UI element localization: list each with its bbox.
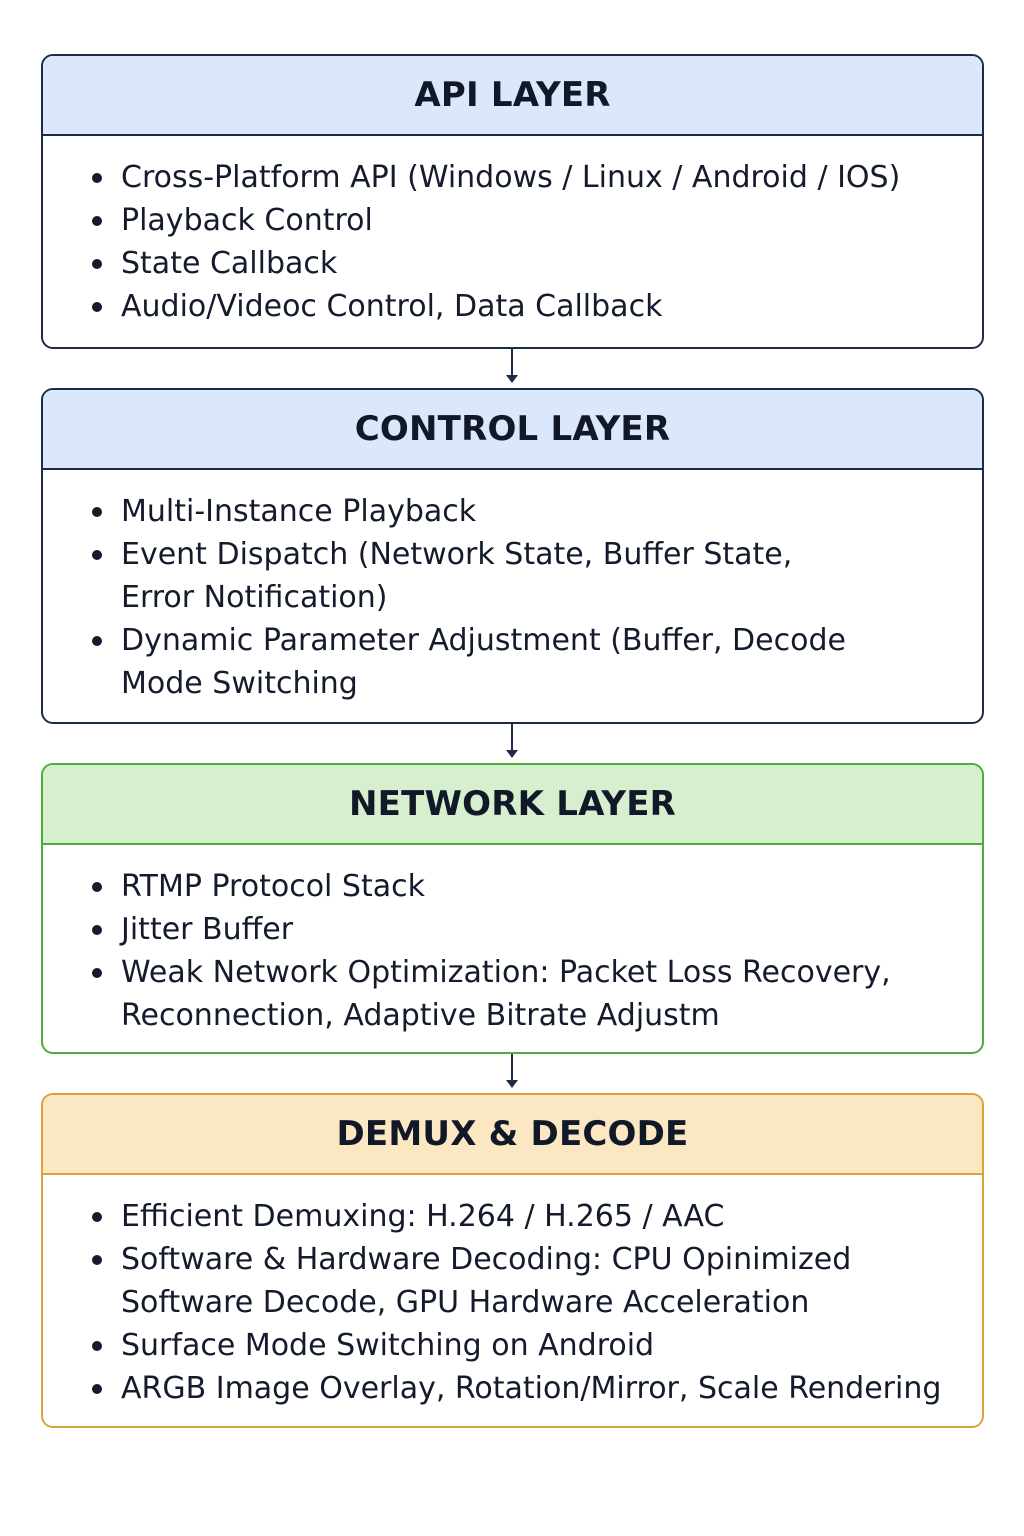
bullet-icon [92,550,102,560]
item-text: ARGB Image Overlay, Rotation/Mirror, Sca… [121,1371,942,1406]
flow-arrow-network-to-decode [503,1054,521,1093]
item-text: Cross-Platform API (Windows / Linux / An… [121,160,901,195]
flow-arrow-api-to-control [503,349,521,388]
item-text: Weak Network Optimization: Packet Loss R… [121,955,891,990]
control-layer-title: CONTROL LAYER [43,390,982,470]
bullet-icon [92,259,102,269]
arrow-down-icon [506,1054,518,1088]
list-item: RTMP Protocol Stack [89,865,942,908]
demux-decode-layer-body: Efficient Demuxing: H.264 / H.265 / AAC … [43,1175,982,1410]
flow-arrow-control-to-network [503,724,521,763]
list-item: State Callback [89,242,942,285]
list-item: Weak Network Optimization: Packet Loss R… [89,951,942,1037]
list-item: Efficient Demuxing: H.264 / H.265 / AAC [89,1195,942,1238]
list-item: Surface Mode Switching on Android [89,1324,942,1367]
network-layer-list: RTMP Protocol Stack Jitter Buffer Weak N… [89,865,942,1037]
item-text: Dynamic Parameter Adjustment (Buffer, De… [121,623,846,658]
item-text: Jitter Buffer [121,912,294,947]
control-layer-box: CONTROL LAYER Multi-Instance Playback Ev… [41,388,984,724]
list-item: Event Dispatch (Network State, Buffer St… [89,533,942,619]
list-item: Jitter Buffer [89,908,942,951]
item-text-continued: Error Notification) [121,580,388,615]
bullet-icon [92,925,102,935]
item-text: RTMP Protocol Stack [121,869,425,904]
api-layer-body: Cross-Platform API (Windows / Linux / An… [43,136,982,328]
network-layer-box: NETWORK LAYER RTMP Protocol Stack Jitter… [41,763,984,1054]
bullet-icon [92,968,102,978]
api-layer-list: Cross-Platform API (Windows / Linux / An… [89,156,942,328]
item-text: Multi-Instance Playback [121,494,477,529]
list-item: Multi-Instance Playback [89,490,942,533]
item-text: Software & Hardware Decoding: CPU Opinim… [121,1242,852,1277]
list-item: Software & Hardware Decoding: CPU Opinim… [89,1238,942,1324]
item-text: Surface Mode Switching on Android [121,1328,655,1363]
arrow-down-icon [506,349,518,383]
bullet-icon [92,507,102,517]
demux-decode-layer-title: DEMUX & DECODE [43,1095,982,1175]
arrow-down-icon [506,724,518,758]
item-text: State Callback [121,246,338,281]
bullet-icon [92,882,102,892]
bullet-icon [92,1384,102,1394]
bullet-icon [92,302,102,312]
control-layer-body: Multi-Instance Playback Event Dispatch (… [43,470,982,705]
bullet-icon [92,1255,102,1265]
item-text: Audio/Videoc Control, Data Callback [121,289,663,324]
api-layer-title: API LAYER [43,56,982,136]
bullet-icon [92,1212,102,1222]
demux-decode-layer-box: DEMUX & DECODE Efficient Demuxing: H.264… [41,1093,984,1428]
item-text-continued: Mode Switching [121,666,358,701]
list-item: ARGB Image Overlay, Rotation/Mirror, Sca… [89,1367,942,1410]
bullet-icon [92,173,102,183]
item-text: Event Dispatch (Network State, Buffer St… [121,537,793,572]
item-text-continued: Software Decode, GPU Hardware Accelerati… [121,1285,810,1320]
bullet-icon [92,1341,102,1351]
demux-decode-layer-list: Efficient Demuxing: H.264 / H.265 / AAC … [89,1195,942,1410]
item-text: Efficient Demuxing: H.264 / H.265 / AAC [121,1199,725,1234]
bullet-icon [92,636,102,646]
item-text: Playback Control [121,203,373,238]
list-item: Audio/Videoc Control, Data Callback [89,285,942,328]
control-layer-list: Multi-Instance Playback Event Dispatch (… [89,490,942,705]
list-item: Cross-Platform API (Windows / Linux / An… [89,156,942,199]
bullet-icon [92,216,102,226]
network-layer-title: NETWORK LAYER [43,765,982,845]
network-layer-body: RTMP Protocol Stack Jitter Buffer Weak N… [43,845,982,1037]
api-layer-box: API LAYER Cross-Platform API (Windows / … [41,54,984,349]
list-item: Dynamic Parameter Adjustment (Buffer, De… [89,619,942,705]
item-text-continued: Reconnection, Adaptive Bitrate Adjustm [121,998,720,1033]
list-item: Playback Control [89,199,942,242]
